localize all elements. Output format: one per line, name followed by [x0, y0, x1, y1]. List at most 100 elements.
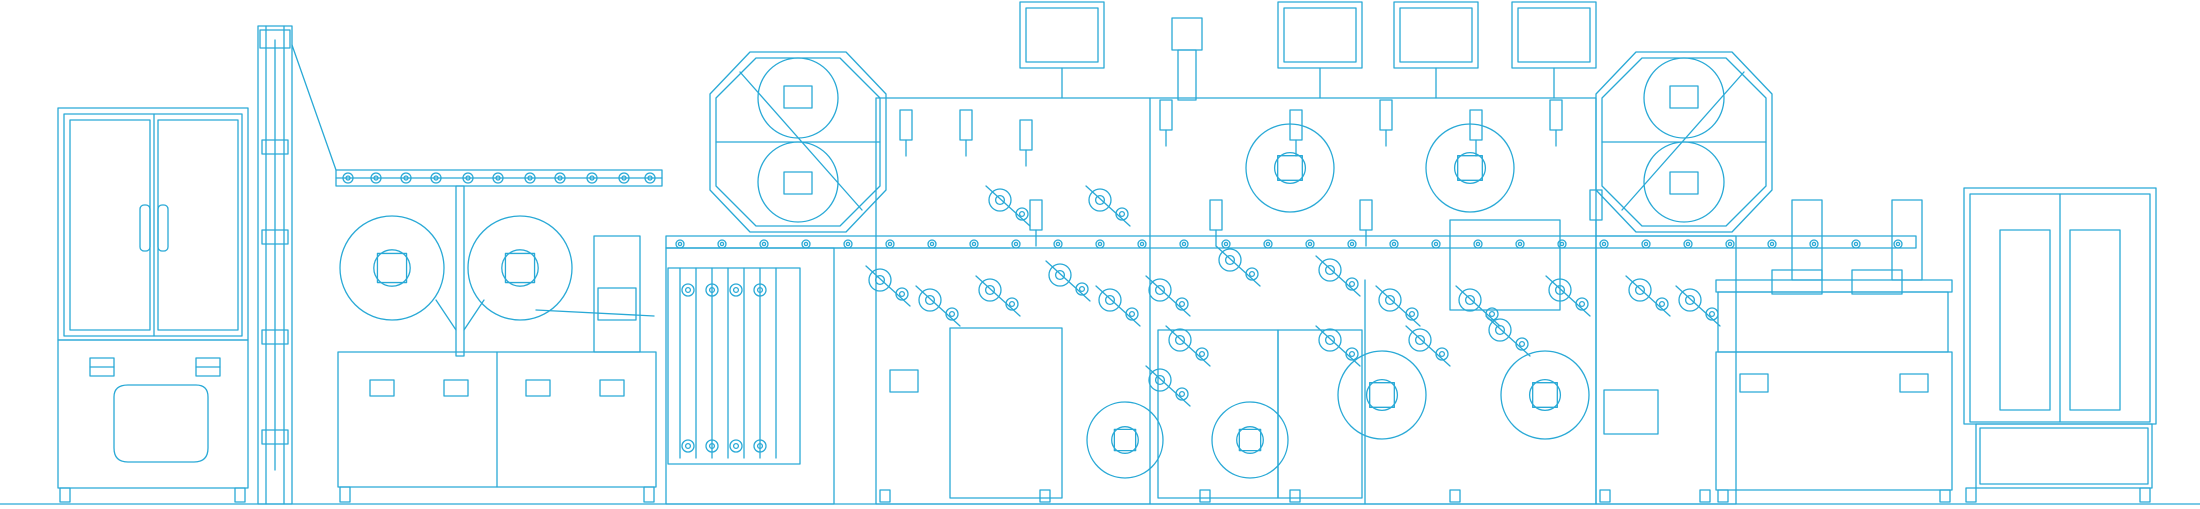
octagon-housing-right: [1596, 52, 1772, 232]
linkage-7: [1216, 246, 1260, 286]
unwind-roll-1-core: [377, 253, 406, 282]
web-guide-15: [1264, 240, 1272, 248]
web-guide-24: [1642, 240, 1650, 248]
nip-roll-2-axle: [950, 312, 955, 317]
linkage-10: [1456, 286, 1500, 326]
idler-roll-9-axle: [1386, 296, 1395, 305]
main-process-frame: [666, 98, 1916, 504]
conveyor-pulley-4-axle: [434, 176, 438, 180]
web-guide-11: [1096, 240, 1104, 248]
nip-roll-5-axle: [1130, 312, 1135, 317]
cylinder-2: [960, 110, 972, 140]
accumulator-top-3: [730, 284, 742, 296]
idler-roll-9: [1379, 289, 1401, 311]
hmi-monitors: [1020, 2, 1596, 100]
web-guide-4: [802, 240, 810, 248]
accumulator-bottom-2-axle: [710, 444, 715, 449]
process-roll-4-hub: [1530, 380, 1561, 411]
conveyor-pulley-3-axle: [404, 176, 408, 180]
web-guide-22-axle: [1560, 242, 1563, 245]
accumulator-bottom-2: [706, 440, 718, 452]
linkage-19: [1486, 316, 1530, 356]
linkage-2: [916, 286, 960, 326]
web-guide-7-axle: [930, 242, 933, 245]
linkage-20: [1146, 366, 1190, 406]
nip-roll-16-axle: [1200, 352, 1205, 357]
web-guide-1: [676, 240, 684, 248]
web-guide-6-axle: [888, 242, 891, 245]
cylinder-3: [1020, 120, 1032, 150]
rewind-roll-1: [1087, 402, 1163, 478]
accumulator-top-2: [706, 284, 718, 296]
web-guide-6: [886, 240, 894, 248]
web-guide-5-axle: [846, 242, 849, 245]
web-guide-24-axle: [1644, 242, 1647, 245]
conveyor-pulley-11-axle: [648, 176, 652, 180]
web-guide-25-axle: [1686, 242, 1689, 245]
conveyor-pulley-2: [371, 173, 381, 183]
linkage-11: [1546, 276, 1590, 316]
linkage-17: [1316, 326, 1360, 366]
conveyor-pulley-8-axle: [558, 176, 562, 180]
idler-roll-3: [979, 279, 1001, 301]
nip-roll-4-axle: [1080, 287, 1085, 292]
rewind-roll-2: [1212, 402, 1288, 478]
nip-roll-9-axle: [1410, 312, 1415, 317]
process-roll-2-hub: [1455, 153, 1486, 184]
idler-roll-19-axle: [1496, 326, 1505, 335]
left-enclosure-cabinet: [58, 108, 248, 502]
idler-roll-17-axle: [1326, 336, 1335, 345]
web-guide-1-axle: [678, 242, 681, 245]
rewind-roll-2-hub: [1237, 427, 1264, 454]
unwind-station-1: [336, 170, 662, 502]
linkage-3: [976, 276, 1020, 316]
web-guide-27-axle: [1770, 242, 1773, 245]
web-guide-21: [1516, 240, 1524, 248]
web-guide-5: [844, 240, 852, 248]
web-guide-10-axle: [1056, 242, 1059, 245]
linkage-13: [1676, 286, 1720, 326]
cylinder-6: [1380, 100, 1392, 130]
rewind-roll-2-core: [1239, 429, 1260, 450]
web-guide-30-axle: [1896, 242, 1899, 245]
conveyor-pulley-10-axle: [622, 176, 626, 180]
web-guide-27: [1768, 240, 1776, 248]
web-guide-30: [1894, 240, 1902, 248]
process-roll-1-core: [1278, 156, 1303, 181]
conveyor-pulley-7: [525, 173, 535, 183]
unwind-roll-2-core: [505, 253, 534, 282]
idler-roll-15: [1089, 189, 1111, 211]
idler-roll-5-axle: [1106, 296, 1115, 305]
web-guide-2: [718, 240, 726, 248]
web-guide-29-axle: [1854, 242, 1857, 245]
unwind-roll-2: [468, 216, 572, 320]
web-guide-8: [970, 240, 978, 248]
linkage-6: [1146, 276, 1190, 316]
cylinder-10: [1210, 200, 1222, 230]
web-guide-26: [1726, 240, 1734, 248]
linkage-12: [1626, 276, 1670, 316]
cylinder-11: [1360, 200, 1372, 230]
idler-roll-16-axle: [1176, 336, 1185, 345]
web-guide-15-axle: [1266, 242, 1269, 245]
vertical-elevator: [258, 26, 336, 504]
idler-roll-3-axle: [986, 286, 995, 295]
idler-roll-20: [1149, 369, 1171, 391]
accumulator-bottom-3-axle: [734, 444, 739, 449]
nip-roll-13-axle: [1710, 312, 1715, 317]
idler-roll-6: [1149, 279, 1171, 301]
conveyor-pulley-9: [587, 173, 597, 183]
web-guide-9: [1012, 240, 1020, 248]
rewind-roll-1-hub: [1112, 427, 1139, 454]
unwind-roll-2-hub: [502, 250, 538, 286]
accumulator-top-1-axle: [686, 288, 691, 293]
accumulator-top-4-axle: [758, 288, 763, 293]
web-guide-20: [1474, 240, 1482, 248]
conveyor-pulley-11: [645, 173, 655, 183]
linkage-18: [1406, 326, 1450, 366]
conveyor-pulley-1: [343, 173, 353, 183]
nip-roll-20-axle: [1180, 392, 1185, 397]
conveyor-pulley-7-axle: [528, 176, 532, 180]
idler-roll-8-axle: [1326, 266, 1335, 275]
idler-roll-10: [1459, 289, 1481, 311]
